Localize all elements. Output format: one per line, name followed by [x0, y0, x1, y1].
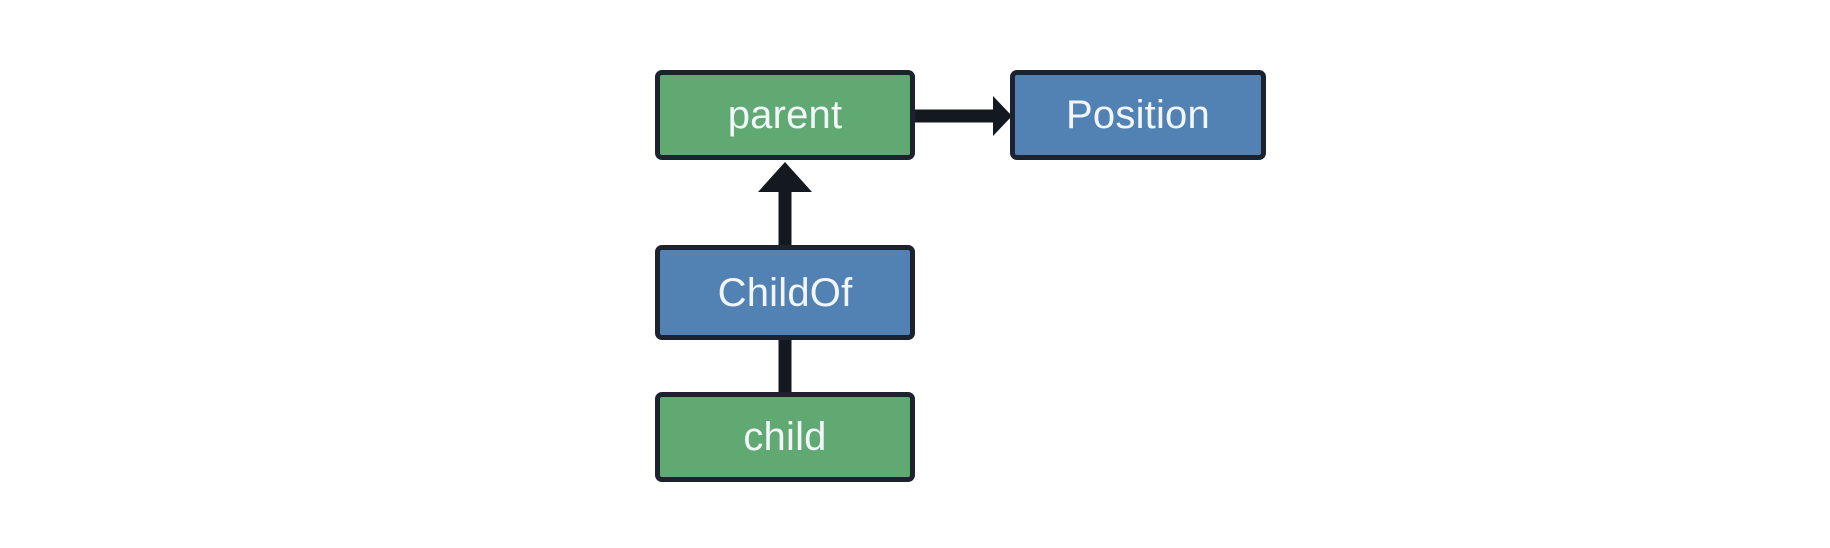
node-parent-label: parent	[727, 93, 843, 137]
node-child[interactable]: child	[655, 392, 915, 482]
edge-childof-to-parent	[758, 162, 812, 245]
arrowhead-icon	[758, 162, 812, 192]
node-childof[interactable]: ChildOf	[655, 245, 915, 340]
edge-parent-to-position	[915, 96, 1012, 136]
node-childof-label: ChildOf	[717, 270, 853, 315]
node-position-label: Position	[1066, 93, 1210, 137]
node-parent[interactable]: parent	[655, 70, 915, 160]
node-position[interactable]: Position	[1010, 70, 1266, 160]
node-child-label: child	[743, 415, 827, 459]
arrowhead-icon	[993, 96, 1012, 136]
